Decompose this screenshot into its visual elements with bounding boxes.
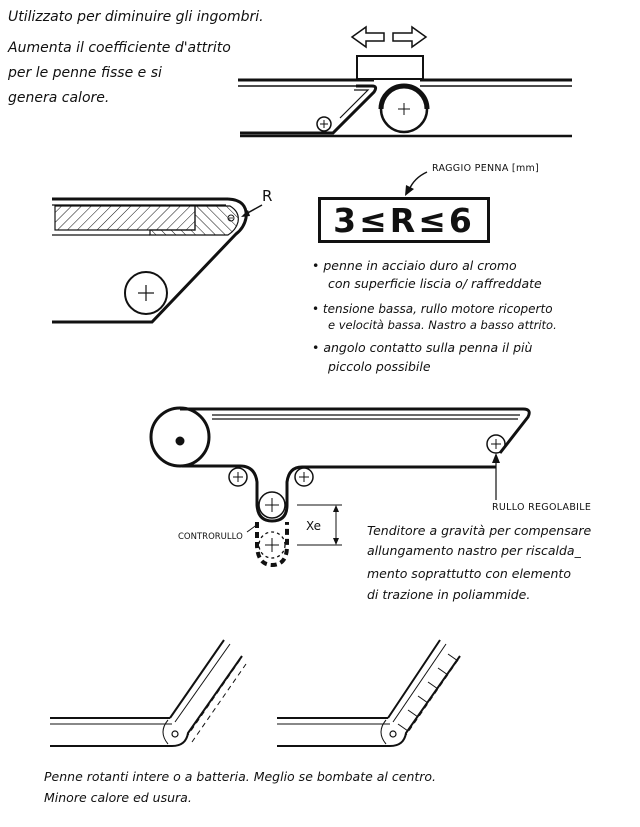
tensioner-line-3: mento soprattutto con elemento xyxy=(367,566,571,581)
right-arrow-icon xyxy=(392,25,428,49)
diagram-top-conveyor xyxy=(238,25,572,138)
radius-label: RAGGIO PENNA [mm] xyxy=(432,163,540,174)
r-symbol: R xyxy=(262,187,273,205)
intro-line-2: Aumenta il coefficiente d'attrito xyxy=(8,40,231,56)
diagram-tensioner xyxy=(149,406,531,568)
footer-line-1: Penne rotanti intere o a batteria. Megli… xyxy=(44,769,437,784)
diagram-rotating-pens xyxy=(50,639,461,747)
intro-line-4: genera calore. xyxy=(8,90,110,106)
note-3b: piccolo possibile xyxy=(328,359,431,374)
left-arrow-icon xyxy=(350,25,385,49)
transfer-block xyxy=(356,55,424,80)
tensioner-line-1: Tenditore a gravità per compensare xyxy=(367,523,592,538)
note-3a: • angolo contatto sulla penna il più xyxy=(312,340,533,355)
controrullo-label: CONTRORULLO xyxy=(178,532,243,542)
footer-line-2: Minore calore ed usura. xyxy=(44,790,192,805)
return-roller xyxy=(124,271,168,315)
tensioner-line-4: di trazione in poliammide. xyxy=(367,587,531,602)
rullo-regolabile-label: RULLO REGOLABILE xyxy=(492,502,592,513)
note-1a: • penne in acciaio duro al cromo xyxy=(312,258,517,273)
note-2a: • tensione bassa, rullo motore ricoperto xyxy=(312,302,553,316)
drive-roller xyxy=(149,406,211,468)
xe-label: Xe xyxy=(306,519,322,533)
intro-line-1: Utilizzato per diminuire gli ingombri. xyxy=(8,9,264,25)
tensioner-line-2: allungamento nastro per riscalda_ xyxy=(367,543,581,558)
diagram-pen-radius xyxy=(52,171,428,324)
radius-formula: 3≤R≤6 xyxy=(318,197,490,243)
note-2b: e velocità bassa. Nastro a basso attrito… xyxy=(328,318,557,332)
counter-roller xyxy=(258,491,286,519)
intro-line-3: per le penne fisse e si xyxy=(8,65,162,81)
note-1b: con superficie liscia o/ raffreddate xyxy=(328,276,542,291)
